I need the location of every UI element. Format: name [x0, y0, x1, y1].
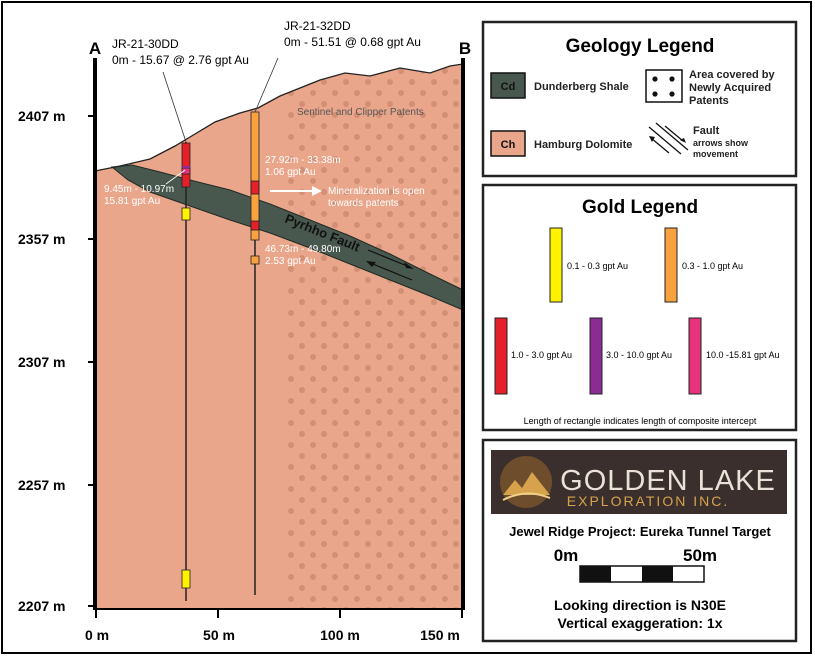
topography-line [94, 63, 464, 172]
gold-legend-label: 0.3 - 1.0 gpt Au [682, 261, 743, 271]
patents-legend-line: Patents [689, 95, 729, 107]
mineralization-note-line: towards patents [328, 198, 399, 209]
x-tick-label: 100 m [320, 627, 360, 643]
looking-direction: Looking direction is N30E [554, 597, 726, 613]
intercept-interval-label: 27.92m - 33.38m [265, 155, 341, 166]
logo-main-text: GOLDEN LAKE [560, 465, 776, 497]
patents-label: Sentinel and Clipper Patents [297, 107, 424, 118]
info-panel: GOLDEN LAKE EXPLORATION INC. Jewel Ridge… [481, 438, 798, 643]
patents-swatch [645, 69, 683, 103]
patents-legend-line: Newly Acquired [689, 82, 771, 94]
hole-summary-label: 0m - 15.67 @ 2.76 gpt Au [112, 53, 249, 67]
y-tick-label: 2207 m [18, 598, 65, 614]
intercept-1-3 [250, 180, 260, 195]
gold-legend-note: Length of rectangle indicates length of … [524, 416, 757, 426]
intercept-1-3 [181, 142, 191, 188]
gold-legend-label: 10.0 -15.81 gpt Au [706, 350, 780, 360]
gold-legend-label: 1.0 - 3.0 gpt Au [511, 350, 572, 360]
scale-start-label: 0m [554, 546, 579, 565]
x-tick-label: 150 m [420, 627, 460, 643]
gold-swatch-pink [688, 317, 702, 395]
fault-legend-sub: movement [693, 149, 738, 159]
fault-legend-label: Fault [693, 125, 720, 137]
gold-legend-title: Gold Legend [582, 197, 698, 218]
x-tick-label: 0 m [85, 627, 109, 643]
leader-line [162, 71, 187, 143]
intercept-grade-label: 1.06 gpt Au [265, 167, 316, 178]
patents-legend-line: Area covered by [689, 69, 775, 81]
dolomite-code: Ch [501, 139, 516, 151]
shale-code: Cd [501, 81, 516, 93]
drill-hole-jr-21-32dd [250, 111, 260, 595]
y-tick-label: 2307 m [18, 354, 65, 370]
logo-sub-text: EXPLORATION INC. [567, 493, 729, 509]
y-tick-label: 2407 m [18, 108, 65, 124]
vertical-exaggeration: Vertical exaggeration: 1x [558, 615, 723, 631]
intercept-0.3-1 [250, 255, 260, 265]
scale-bar [579, 565, 705, 583]
intercept-interval-label: 46.73m - 49.80m [265, 244, 341, 255]
patent-area [284, 64, 463, 608]
gold-legend-label: 3.0 - 10.0 gpt Au [606, 350, 672, 360]
hole-summary-label: 0m - 51.51 @ 0.68 gpt Au [284, 35, 421, 49]
intercept-0.1-0.3 [181, 207, 191, 221]
gold-swatch-red [494, 317, 508, 395]
section-end-a: A [89, 39, 101, 58]
geology-legend-title: Geology Legend [566, 36, 715, 57]
leader-line [165, 169, 186, 185]
drill-hole-jr-21-30dd [181, 142, 191, 601]
geology-legend: Geology Legend Cd Dunderberg Shale Ch Ha… [481, 20, 798, 178]
intercept-1-3 [250, 220, 260, 231]
hole-id-label: JR-21-30DD [112, 37, 179, 51]
project-title: Jewel Ridge Project: Eureka Tunnel Targe… [509, 524, 771, 539]
fault-legend-symbol [648, 122, 689, 155]
fault-legend-sub: arrows show [693, 138, 749, 148]
intercept-grade-label: 2.53 gpt Au [265, 256, 316, 267]
mineralization-note-line: Mineralization is open [328, 186, 425, 197]
gold-legend: Gold Legend 0.1 - 0.3 gpt Au 0.3 - 1.0 g… [481, 183, 798, 432]
dolomite-label: Hamburg Dolomite [534, 139, 632, 151]
y-tick-label: 2257 m [18, 477, 65, 493]
shale-swatch [490, 72, 526, 99]
shale-label: Dunderberg Shale [534, 81, 629, 93]
gold-swatch-yellow [549, 227, 563, 303]
section-end-b: B [459, 39, 471, 58]
intercept-3-10 [182, 166, 190, 168]
gold-swatch-purple [589, 317, 603, 395]
fault-movement-arrows [366, 249, 414, 281]
gold-swatch-orange [664, 227, 678, 303]
mineralization-arrow [270, 186, 322, 196]
x-tick-label: 50 m [203, 627, 235, 643]
y-axis: 2407 m 2357 m 2307 m 2257 m 2207 m [18, 108, 96, 614]
dolomite-swatch [490, 130, 526, 157]
leader-line [254, 57, 279, 113]
company-logo: GOLDEN LAKE EXPLORATION INC. [491, 450, 787, 514]
x-axis: 0 m 50 m 100 m 150 m [85, 609, 463, 643]
intercept-grade-label: 15.81 gpt Au [104, 196, 160, 207]
scale-end-label: 50m [683, 546, 717, 565]
intercept-interval-label: 9.45m - 10.97m [104, 184, 174, 195]
hole-id-label: JR-21-32DD [284, 19, 351, 33]
intercept-0.1-0.3 [181, 569, 191, 589]
gold-legend-label: 0.1 - 0.3 gpt Au [567, 261, 628, 271]
y-tick-label: 2357 m [18, 231, 65, 247]
